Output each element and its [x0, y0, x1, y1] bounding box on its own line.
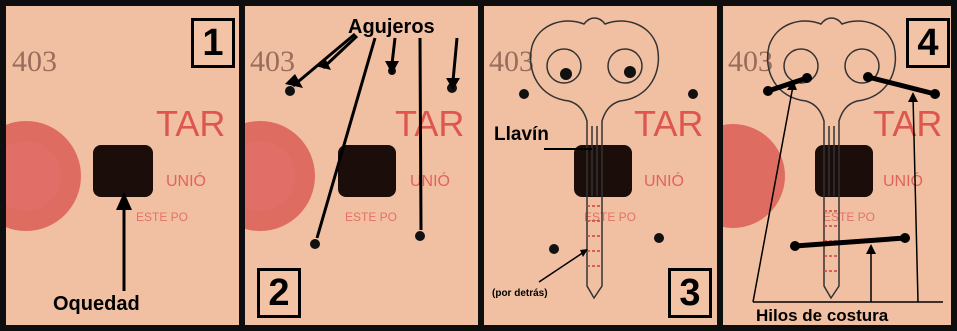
- panel-2: 403 TAR UNIÓ ESTE PO Agujeros 2: [245, 6, 478, 325]
- panel-1: 403 TAR UNIÓ ESTE PO 1 Oquedad: [6, 6, 239, 325]
- panel-number-1: 1: [191, 18, 235, 68]
- label-llavin: Llavín: [494, 124, 549, 145]
- panel-number-3: 3: [668, 268, 712, 318]
- stamp-number-text: 403: [728, 45, 773, 78]
- stamp-big-text: TAR: [156, 103, 225, 144]
- label-agujeros: Agujeros: [348, 16, 435, 38]
- stamp-number-text: 403: [12, 45, 57, 78]
- stamp-small-text: ESTE PO: [823, 210, 875, 224]
- stamp-big-text: TAR: [395, 103, 464, 144]
- stamp-number-text: 403: [250, 45, 295, 78]
- hole: [560, 68, 572, 80]
- stamp-number-text: 403: [489, 45, 534, 78]
- stamp-mid-text: UNIÓ: [166, 171, 206, 190]
- panel-number-4: 4: [906, 18, 950, 68]
- hole: [285, 86, 295, 96]
- sewing-threads: [765, 74, 938, 249]
- cavity: [574, 145, 632, 197]
- cavity: [338, 145, 396, 197]
- hole: [624, 66, 636, 78]
- hole: [415, 231, 425, 241]
- cavity: [93, 145, 153, 197]
- panel-4: 403 TAR UNIÓ ESTE PO: [723, 6, 951, 325]
- stamp-small-text: ESTE PO: [136, 210, 188, 224]
- stamp-mid-text: UNIÓ: [883, 171, 923, 190]
- hilos-arrows: [752, 85, 943, 303]
- key-outline: [529, 17, 660, 300]
- panel-3: 403 TAR UNIÓ ESTE PO Llavín: [484, 6, 717, 325]
- hole: [519, 89, 529, 99]
- stamp-small-text: ESTE PO: [345, 210, 397, 224]
- stamp-mid-text: UNIÓ: [644, 171, 684, 190]
- detras-arrow: [538, 251, 585, 283]
- label-por-detras: (por detrás): [492, 288, 548, 299]
- hole: [549, 244, 559, 254]
- hole: [688, 89, 698, 99]
- stamp-big-text: TAR: [873, 103, 942, 144]
- stamp-small-text: ESTE PO: [584, 210, 636, 224]
- agujeros-arrows: [292, 32, 459, 239]
- label-hilos-de-costura: Hilos de costura: [756, 306, 889, 325]
- panel-number-2: 2: [257, 268, 301, 318]
- stamp-big-text: TAR: [634, 103, 703, 144]
- hole: [654, 233, 664, 243]
- label-oquedad: Oquedad: [53, 293, 140, 315]
- stamp-mid-text: UNIÓ: [410, 171, 450, 190]
- hole: [310, 239, 320, 249]
